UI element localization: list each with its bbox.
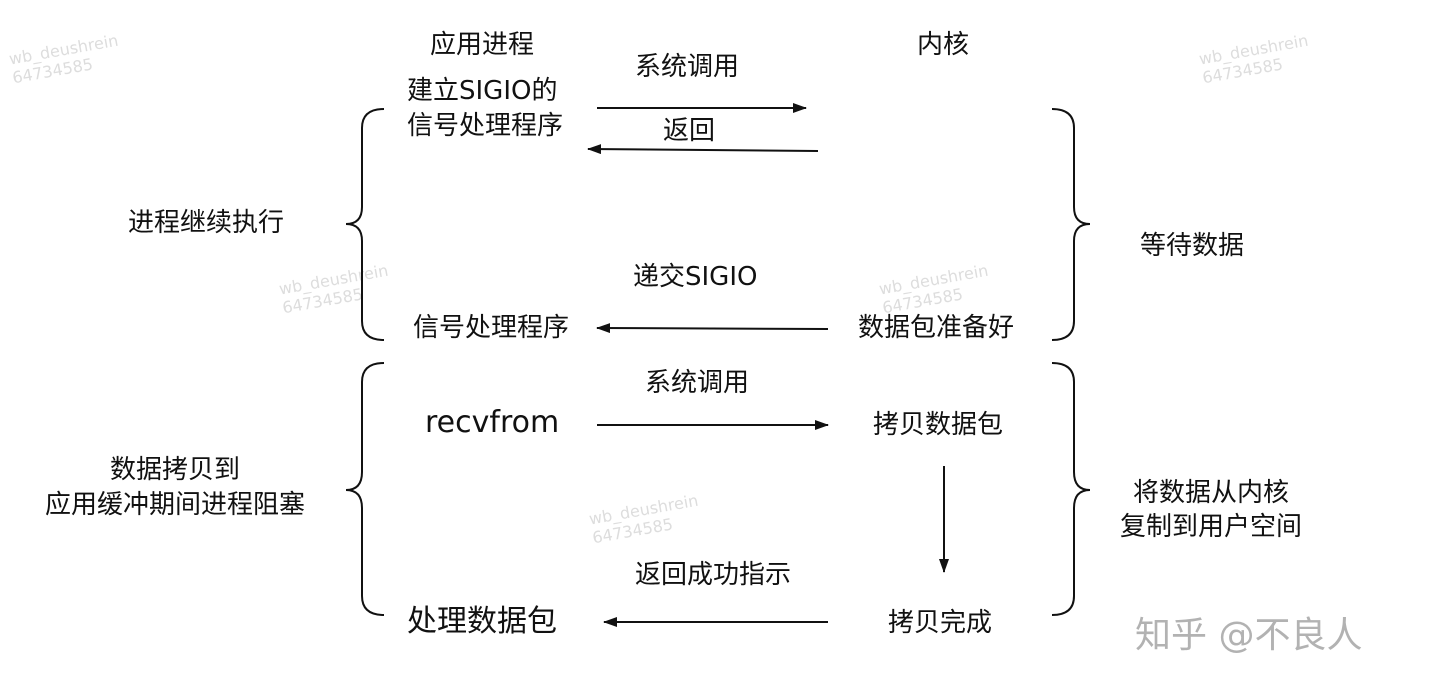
return-arrow <box>587 144 819 155</box>
continue-executing-label: 进程继续执行 <box>128 208 285 238</box>
blocked-label-line1: 数据拷贝到 <box>109 455 240 485</box>
blocked-label-line2: 应用缓冲期间进程阻塞 <box>44 490 305 520</box>
copy-done-label: 拷贝完成 <box>888 608 993 638</box>
left-brace-phase2 <box>345 362 385 616</box>
right-brace-phase2 <box>1051 362 1091 616</box>
syscall-label-1: 系统调用 <box>635 52 740 82</box>
setup-handler-label-line1: 建立SIGIO的 <box>407 76 558 106</box>
left-brace-phase1 <box>345 108 385 341</box>
return-success-label: 返回成功指示 <box>635 560 792 590</box>
zhihu-watermark: 知乎 @不良人 <box>1135 615 1363 656</box>
recvfrom-label: recvfrom <box>425 405 560 440</box>
waiting-data-label: 等待数据 <box>1140 231 1245 261</box>
deliver-sigio-label: 递交SIGIO <box>633 262 758 292</box>
app-process-header: 应用进程 <box>430 30 535 60</box>
kernel-header: 内核 <box>917 30 970 60</box>
deliver-sigio-arrow <box>596 323 829 334</box>
right-brace-phase1 <box>1051 108 1091 341</box>
copy-to-user-label-line1: 将数据从内核 <box>1132 478 1289 508</box>
syscall-label-2: 系统调用 <box>645 368 750 398</box>
signal-handler-label: 信号处理程序 <box>413 313 570 343</box>
setup-handler-label-line2: 信号处理程序 <box>407 111 564 141</box>
process-packet-label: 处理数据包 <box>407 604 557 639</box>
copy-packet-label: 拷贝数据包 <box>873 410 1004 440</box>
return-label: 返回 <box>663 116 716 146</box>
packet-ready-label: 数据包准备好 <box>858 313 1015 343</box>
copy-to-user-label-line2: 复制到用户空间 <box>1119 512 1302 542</box>
